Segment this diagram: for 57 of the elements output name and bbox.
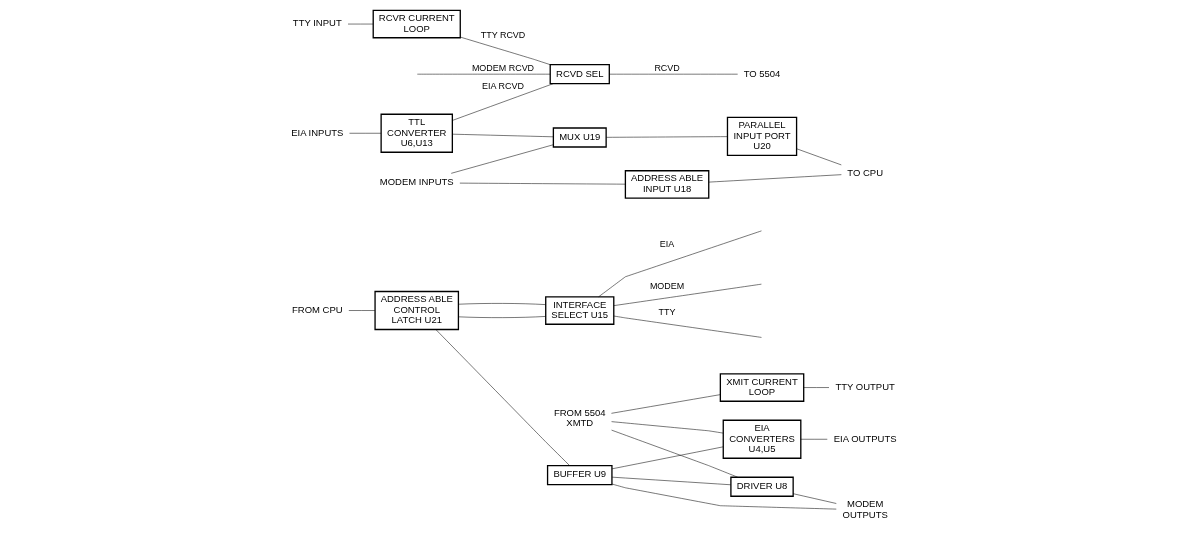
connector [416, 73, 550, 75]
connector [459, 182, 625, 185]
connector [610, 421, 723, 434]
edge-label: MODEM RCVD [471, 63, 534, 74]
node-text: FROM 5504 XMTD [553, 406, 606, 429]
connector [451, 83, 553, 121]
connector [803, 387, 829, 388]
edge-label: MODEM [649, 280, 684, 291]
node-text: TO CPU [846, 166, 883, 178]
edge-label: EIA [659, 239, 674, 250]
node-box: RCVD SEL [549, 64, 610, 85]
connector [611, 446, 723, 470]
connector [613, 283, 762, 306]
connector [611, 483, 837, 510]
node-text: MODEM OUTPUTS [842, 497, 888, 520]
connector [708, 174, 842, 183]
node-box: EIA CONVERTERS U4,U5 [722, 419, 801, 459]
node-text: EIA OUTPUTS [833, 432, 897, 444]
connector [605, 136, 728, 138]
edge-label: TTY [658, 307, 676, 318]
connector [347, 23, 373, 25]
connector [459, 36, 550, 65]
node-text: FROM CPU [291, 303, 343, 315]
node-text: TTY OUTPUT [834, 380, 895, 392]
connector [608, 73, 738, 75]
edge-label: EIA RCVD [481, 81, 524, 92]
connector [597, 230, 762, 298]
node-box: XMIT CURRENT LOOP [719, 373, 804, 402]
node-box: INTERFACE SELECT U15 [544, 296, 614, 325]
connector [450, 144, 554, 174]
node-box: ADDRESS ABLE INPUT U18 [624, 170, 709, 199]
connector [611, 476, 731, 486]
node-text: EIA INPUTS [290, 126, 343, 138]
connector [613, 315, 762, 338]
edge-label: TTY RCVD [480, 30, 525, 41]
node-box: ADDRESS ABLE CONTROL LATCH U21 [373, 290, 459, 331]
node-box: PARALLEL INPUT PORT U20 [726, 116, 797, 157]
node-box: TTL CONVERTER U6,U13 [379, 113, 453, 153]
node-box: DRIVER U8 [729, 476, 794, 497]
connector [348, 133, 381, 134]
connector [451, 133, 553, 138]
node-box: RCVR CURRENT LOOP [372, 9, 461, 39]
connector [792, 493, 837, 504]
connector [457, 303, 546, 305]
connector [610, 394, 720, 414]
node-text: MODEM INPUTS [379, 176, 454, 188]
connector [435, 329, 570, 466]
connector [795, 148, 842, 166]
connector [348, 310, 375, 311]
connector [800, 439, 828, 440]
node-box: BUFFER U9 [546, 464, 613, 486]
connector [610, 429, 738, 478]
node-box: MUX U19 [552, 127, 607, 148]
connector [457, 316, 546, 318]
node-text: TTY INPUT [292, 17, 342, 29]
edge-label: RCVD [653, 63, 680, 74]
node-text: TO 5504 [743, 67, 780, 79]
